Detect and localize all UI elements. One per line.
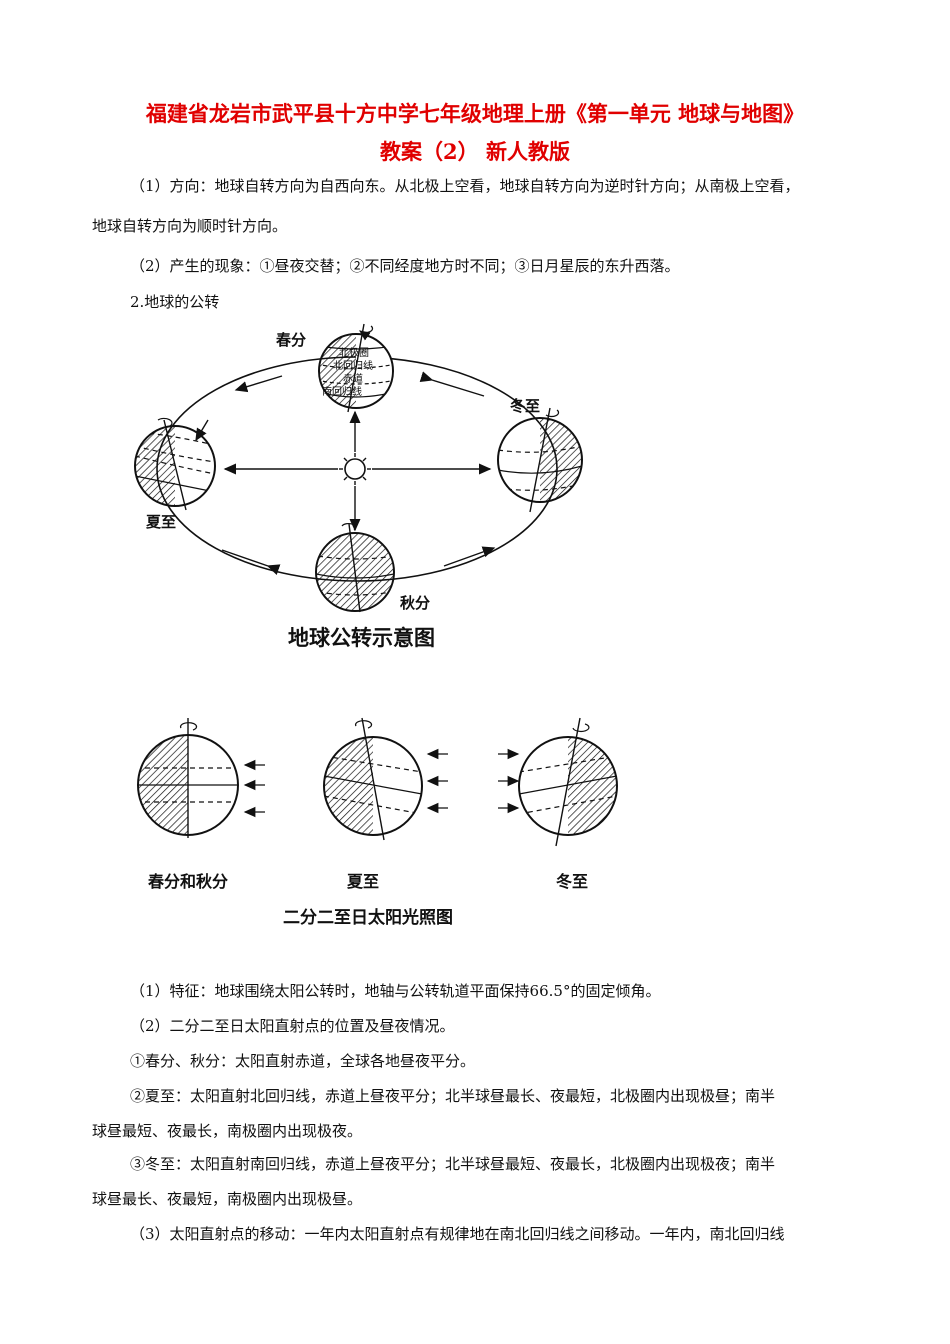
paragraph-summer-solstice: ②夏至：太阳直射北回归线，赤道上昼夜平分；北半球昼最长、夜最短，北极圈内出现极昼…	[130, 1087, 776, 1105]
label-summer: 夏至	[346, 872, 379, 891]
sun-icon	[339, 453, 371, 485]
label-tropic-of-capricorn: 南回归线	[322, 385, 362, 398]
label-winter-solstice: 冬至	[510, 397, 540, 415]
summer-solstice-globe	[134, 417, 216, 511]
paragraph-revolution-feature: （1）特征：地球围绕太阳公转时，地轴与公转轨道平面保持66.5°的固定倾角。	[130, 982, 661, 1000]
autumn-equinox-globe	[315, 522, 395, 613]
paragraph-subsolar-point: （2）二分二至日太阳直射点的位置及昼夜情况。	[130, 1017, 455, 1035]
label-spring-equinox: 春分	[276, 331, 306, 349]
paragraph-rotation-phenomena: （2）产生的现象：①昼夜交替；②不同经度地方时不同；③日月星辰的东升西落。	[130, 257, 680, 275]
paragraph-winter-solstice-cont: 球昼最长、夜最短，南极圈内出现极昼。	[92, 1190, 363, 1208]
document-title-line2: 教案（2） 新人教版	[380, 139, 570, 164]
section-heading-revolution: 2.地球的公转	[130, 293, 220, 311]
paragraph-subsolar-movement: （3）太阳直射点的移动：一年内太阳直射点有规律地在南北回归线之间移动。一年内，南…	[130, 1225, 785, 1243]
revolution-diagram: 北极圈 北回归线 赤道 南回归线	[134, 323, 583, 650]
equinox-light-globe	[137, 718, 265, 838]
winter-light-globe	[498, 717, 618, 847]
label-tropic-of-cancer: 北回归线	[333, 359, 373, 372]
paragraph-rotation-direction-cont: 地球自转方向为顺时针方向。	[92, 217, 288, 235]
sunlight-diagram: 春分和秋分 夏至 冬至 二分二至日太阳光照图	[137, 717, 618, 928]
summer-light-globe	[323, 717, 448, 841]
paragraph-rotation-direction: （1）方向：地球自转方向为自西向东。从北极上空看，地球自转方向为逆时针方向；从南…	[130, 177, 800, 195]
label-equinox: 春分和秋分	[147, 872, 228, 891]
paragraph-winter-solstice: ③冬至：太阳直射南回归线，赤道上昼夜平分；北半球昼最短、夜最长，北极圈内出现极夜…	[130, 1155, 776, 1173]
winter-solstice-globe	[497, 407, 583, 513]
label-autumn-equinox: 秋分	[400, 594, 430, 612]
paragraph-equinoxes: ①春分、秋分：太阳直射赤道，全球各地昼夜平分。	[130, 1052, 476, 1070]
document-title-line1: 福建省龙岩市武平县十方中学七年级地理上册《第一单元 地球与地图》	[145, 101, 805, 126]
label-winter: 冬至	[556, 872, 588, 891]
label-arctic-circle: 北极圈	[339, 346, 369, 359]
figure2-caption: 二分二至日太阳光照图	[283, 907, 453, 928]
figure1-caption: 地球公转示意图	[288, 626, 435, 650]
label-summer-solstice: 夏至	[145, 513, 176, 531]
spring-equinox-globe: 北极圈 北回归线 赤道 南回归线	[318, 323, 394, 413]
paragraph-summer-solstice-cont: 球昼最短、夜最长，南极圈内出现极夜。	[92, 1122, 363, 1140]
label-equator: 赤道	[343, 372, 363, 385]
